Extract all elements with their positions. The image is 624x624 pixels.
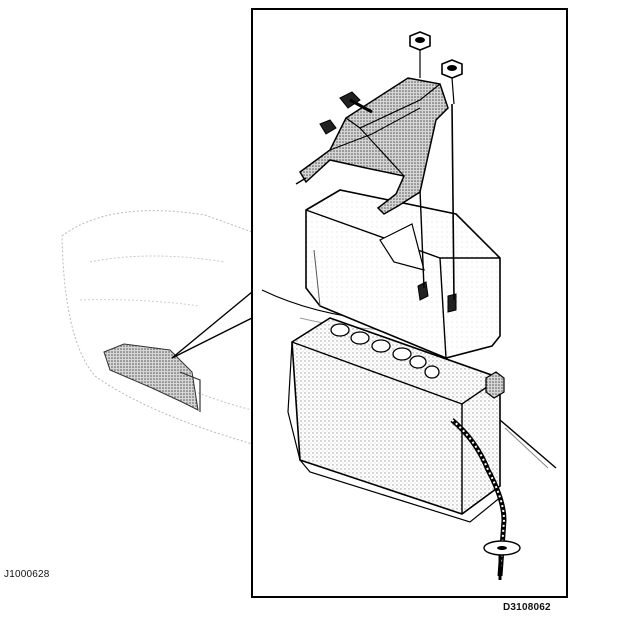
overview-figure-code: J1000628: [4, 569, 50, 580]
battery-location-marker: [103, 343, 201, 412]
hold-down-nut-2: [441, 59, 463, 301]
detail-view: [261, 31, 557, 580]
vehicle-overview: [61, 210, 253, 445]
bracket-bolt: [339, 91, 373, 114]
detail-frame: [251, 8, 568, 598]
j-bolt-rod: [450, 418, 521, 580]
bracket-nut-left: [319, 119, 337, 135]
hold-down-bracket: [295, 77, 449, 215]
callout-leader-lines: [171, 291, 253, 359]
cell-caps: [330, 323, 440, 379]
battery-tray: [287, 317, 505, 523]
hold-down-nut-1: [409, 31, 431, 289]
detail-figure-code: D3108062: [503, 602, 551, 613]
